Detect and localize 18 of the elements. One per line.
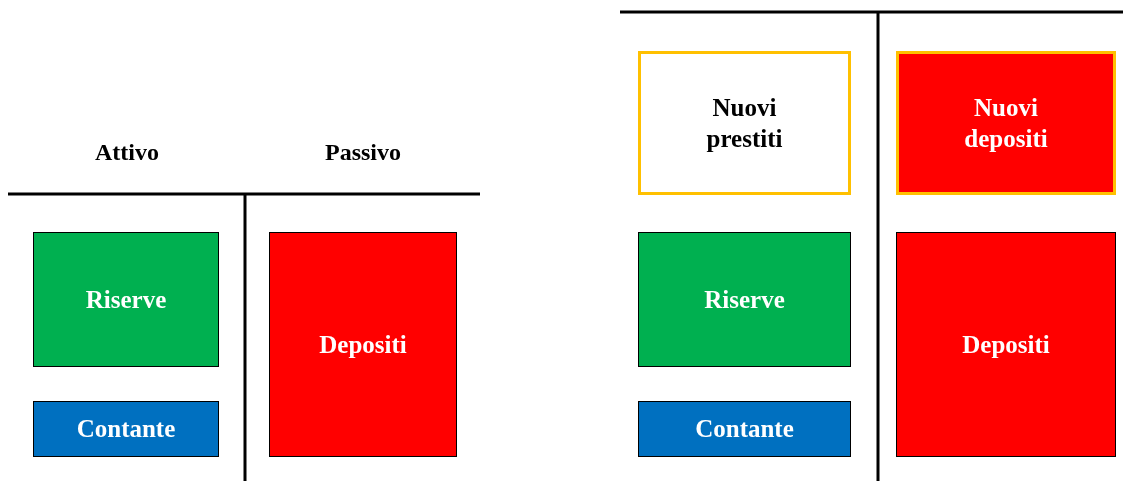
account-label: Depositi [318, 329, 408, 360]
reserves-box [638, 232, 851, 367]
column-heading: Passivo [325, 138, 401, 166]
account-label: Contante [694, 414, 795, 445]
deposits-box [896, 232, 1116, 457]
account-label: Depositi [961, 329, 1051, 360]
account-label: Nuovi prestiti [705, 92, 784, 154]
account-label: Nuovi depositi [963, 92, 1049, 154]
new-loans-box [638, 51, 851, 195]
column-heading: Attivo [95, 138, 159, 166]
reserves-box [33, 232, 219, 367]
new-deposits-box [896, 51, 1116, 195]
account-label: Contante [75, 414, 177, 445]
account-label: Riserve [703, 284, 786, 315]
cash-box [33, 401, 219, 457]
cash-box [638, 401, 851, 457]
account-label: Riserve [84, 284, 168, 315]
deposits-box [269, 232, 457, 457]
